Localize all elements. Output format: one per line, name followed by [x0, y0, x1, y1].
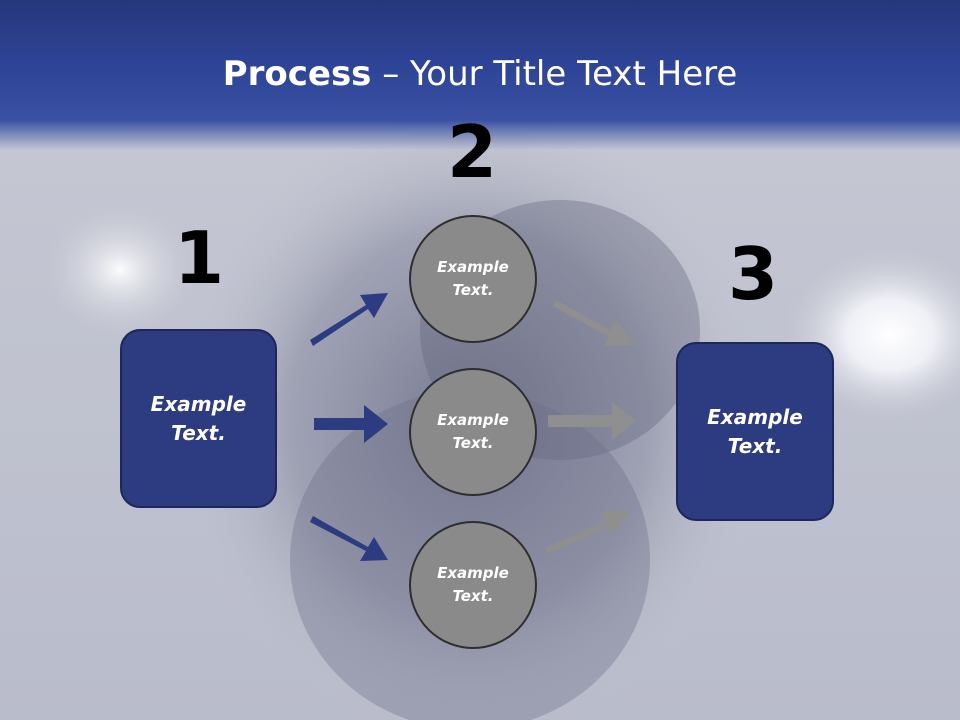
arrow-to-middle-circle: [314, 405, 388, 443]
step-number-1: 1: [173, 216, 225, 300]
arrow-from-top-circle: [553, 300, 636, 346]
left-process-box: Example Text.: [120, 329, 277, 508]
title-bar: [0, 0, 960, 150]
circle-middle: Example Text.: [409, 368, 537, 496]
circle-top: Example Text.: [409, 215, 537, 343]
right-process-box: Example Text.: [676, 342, 834, 521]
slide-title: Process – Your Title Text Here: [0, 52, 960, 96]
circle-bottom: Example Text.: [409, 521, 537, 649]
arrow-from-bottom-circle: [545, 510, 630, 554]
arrow-to-top-circle: [310, 293, 388, 346]
arrow-from-middle-circle: [548, 402, 636, 440]
title-bold-text: Process: [222, 54, 372, 94]
title-rest-text: – Your Title Text Here: [371, 54, 738, 94]
arrow-to-bottom-circle: [310, 516, 388, 561]
step-number-2: 2: [446, 110, 498, 194]
step-number-3: 3: [727, 232, 779, 316]
